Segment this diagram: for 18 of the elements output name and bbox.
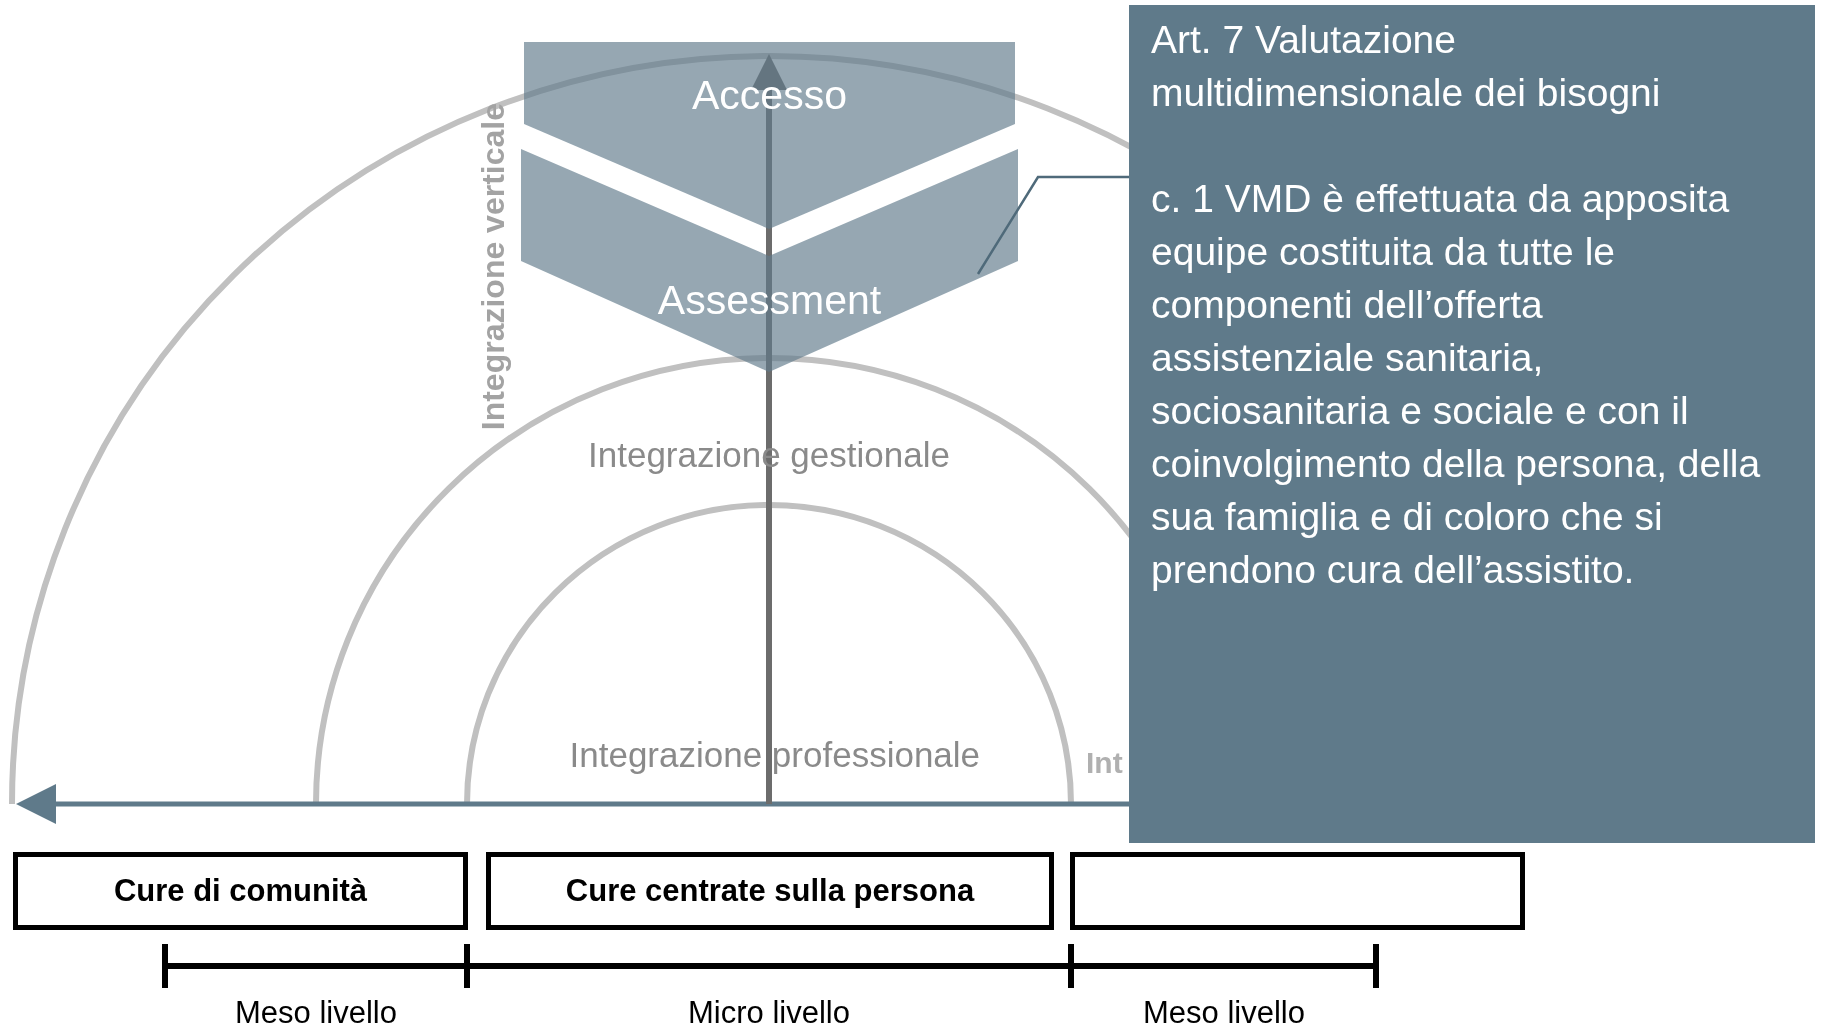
level-label: Meso livello bbox=[235, 996, 397, 1030]
step-label: Accesso bbox=[692, 72, 847, 119]
step-label: Assessment bbox=[657, 277, 882, 324]
level-label: Micro livello bbox=[688, 996, 850, 1030]
level-label: Meso livello bbox=[1143, 996, 1305, 1030]
chevron-shape bbox=[521, 149, 1018, 372]
ring-label: Integrazione professionale bbox=[569, 736, 981, 775]
category-box bbox=[13, 852, 468, 930]
callout-heading: Art. 7 Valutazione multidimensionale dei bisogni bbox=[1151, 17, 1662, 116]
box-label: Cure di comunità bbox=[113, 873, 368, 909]
category-box bbox=[1070, 852, 1525, 930]
chevron-shape bbox=[524, 42, 1015, 229]
callout-box bbox=[1129, 5, 1815, 843]
box-label: Cure centrate sulla persona bbox=[565, 873, 975, 909]
category-box bbox=[486, 852, 1054, 930]
ring-label: Int bbox=[1086, 746, 1123, 779]
callout-text: c. 1 VMD è effettuata da apposita equipe costituita da tutte le componenti dell’offerta assistenziale sanitaria, sociosanitaria e sociale e con il coinvolgimento della persona, della sua famiglia e di coloro che si prendono cura dell’assistito. bbox=[1151, 176, 1762, 593]
leader-line bbox=[976, 175, 1129, 275]
